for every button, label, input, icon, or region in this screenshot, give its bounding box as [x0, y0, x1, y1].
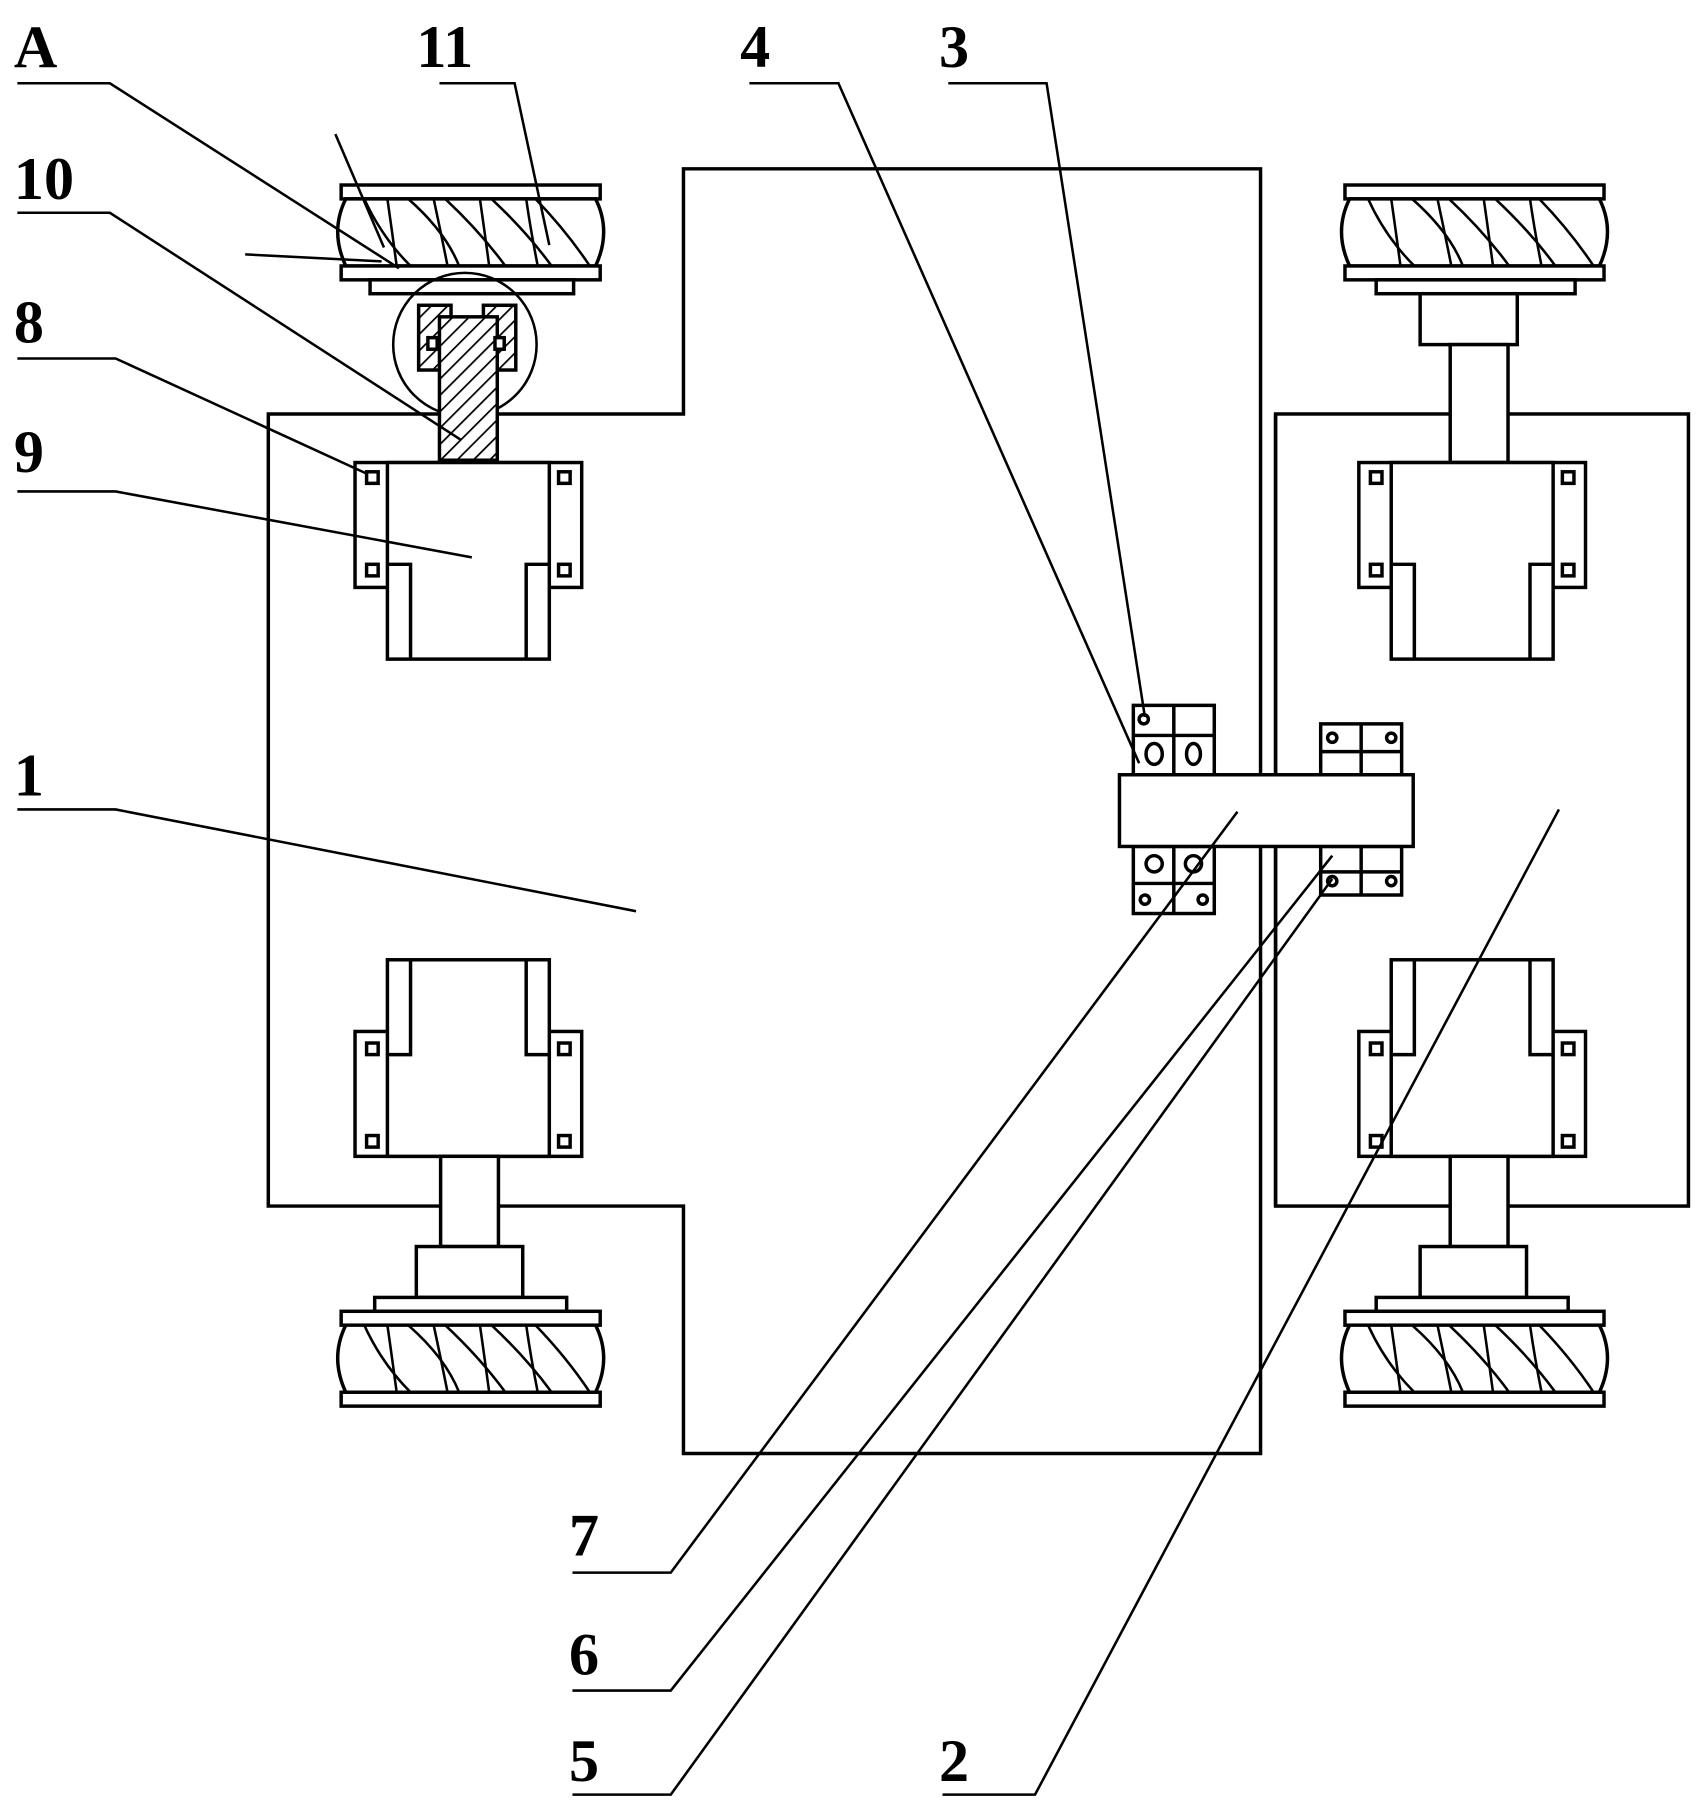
motor-seat-bottom-left [353, 958, 584, 1159]
label-3: 3 [939, 14, 969, 81]
connecting-rod [1117, 773, 1415, 849]
connecting-assembly [1117, 703, 1415, 916]
label-8: 8 [14, 289, 44, 356]
motor-seat-top-left [353, 460, 584, 661]
wheel-bottom-right [1339, 1154, 1610, 1408]
wheel-top-right [1339, 183, 1610, 465]
leader-lines [17, 81, 1561, 1796]
label-9: 9 [14, 419, 44, 486]
label-1: 1 [14, 743, 44, 810]
label-6: 6 [569, 1621, 599, 1688]
label-7: 7 [569, 1502, 599, 1569]
label-10: 10 [14, 146, 74, 213]
label-5: 5 [569, 1728, 599, 1795]
label-4: 4 [740, 14, 770, 81]
motor-seat-bottom-right [1357, 958, 1588, 1159]
label-a: A [14, 14, 57, 81]
wheel-top-left [335, 183, 606, 462]
label-2: 2 [939, 1728, 969, 1795]
wheel-bottom-left [335, 1154, 606, 1408]
label-11: 11 [416, 14, 473, 81]
main-body-frame [266, 167, 1263, 1456]
shaft-hatched [437, 315, 500, 462]
motor-seat-top-right [1357, 460, 1588, 661]
